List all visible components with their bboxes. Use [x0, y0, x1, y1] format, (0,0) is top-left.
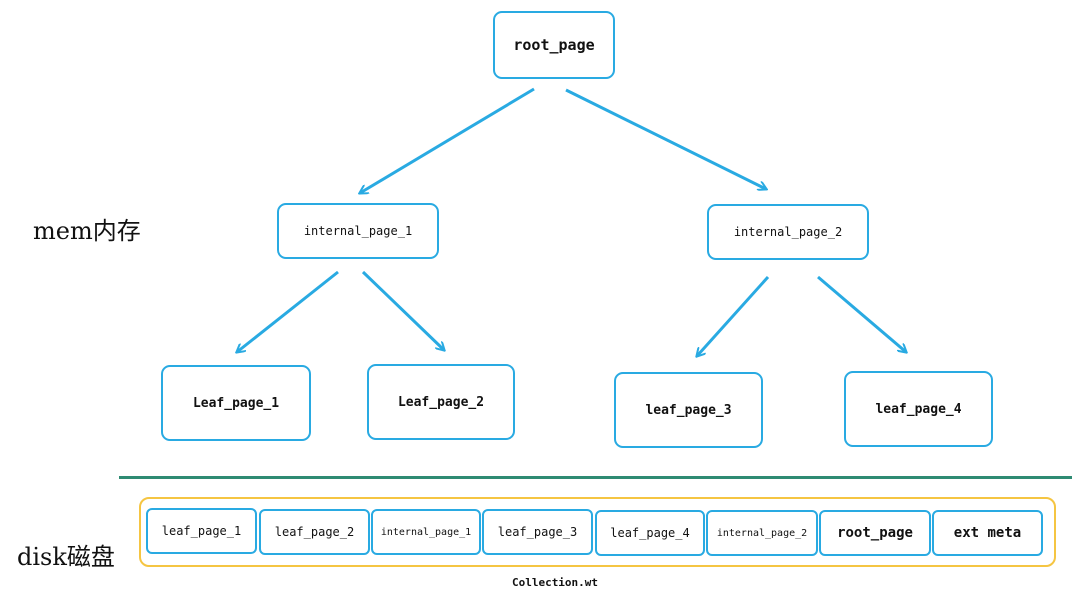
disk-block-internal-page-2: internal_page_2 [706, 510, 818, 556]
leaf-page-2-node: Leaf_page_2 [367, 364, 515, 440]
disk-label: disk磁盘 [17, 543, 115, 571]
arrow-internal-1-to-leaf-1 [237, 270, 339, 352]
mem-label: mem内存 [33, 217, 141, 245]
disk-block-root-page: root_page [819, 510, 931, 556]
arrow-root-to-internal-1 [360, 87, 535, 193]
disk-block-ext-meta: ext meta [932, 510, 1043, 556]
memory-disk-divider [119, 476, 1072, 479]
disk-block-leaf-page-4: leaf_page_4 [595, 510, 705, 556]
disk-block-leaf-page-3: leaf_page_3 [482, 509, 593, 555]
leaf-page-1-node: Leaf_page_1 [161, 365, 311, 441]
arrow-root-to-internal-2 [565, 88, 766, 189]
disk-file-frame [139, 497, 1056, 567]
disk-block-leaf-page-2: leaf_page_2 [259, 509, 370, 555]
root-page-node: root_page [493, 11, 615, 79]
leaf-page-3-node: leaf_page_3 [614, 372, 763, 448]
arrow-internal-2-to-leaf-4 [817, 275, 906, 352]
internal-page-2-node: internal_page_2 [707, 204, 869, 260]
arrow-internal-1-to-leaf-2 [361, 270, 444, 350]
arrow-internal-2-to-leaf-3 [697, 275, 770, 356]
leaf-page-4-node: leaf_page_4 [844, 371, 993, 447]
disk-block-leaf-page-1: leaf_page_1 [146, 508, 257, 554]
disk-block-internal-page-1: internal_page_1 [371, 509, 481, 555]
disk-file-name: Collection.wt [511, 576, 599, 589]
internal-page-1-node: internal_page_1 [277, 203, 439, 259]
